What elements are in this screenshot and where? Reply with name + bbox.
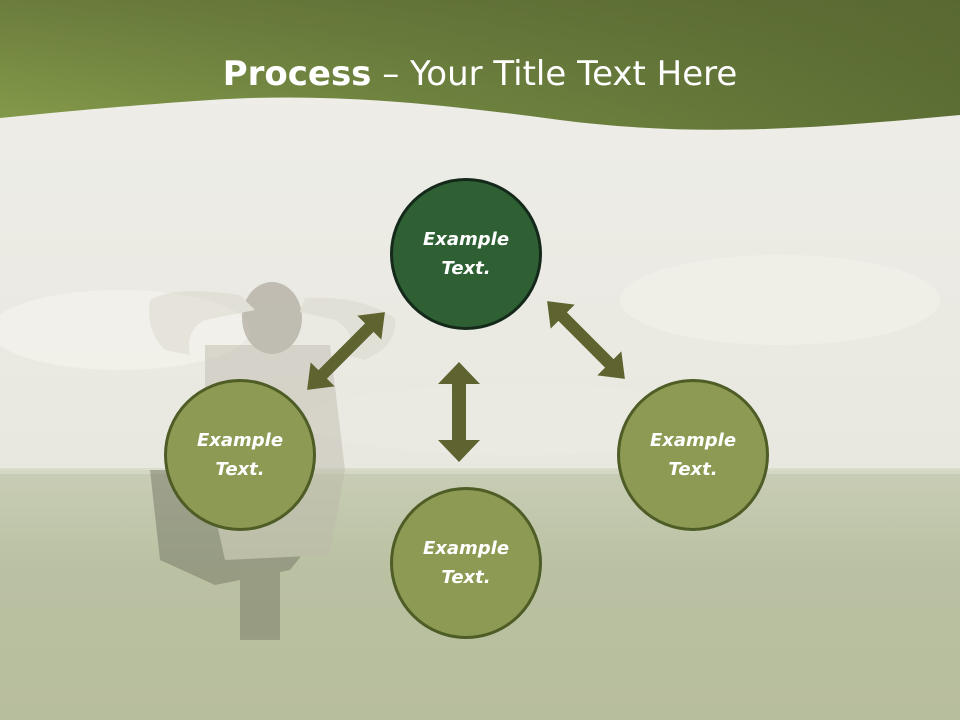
node-top-label: Example Text.: [422, 229, 510, 279]
process-node-left: Example Text.: [164, 379, 316, 531]
slide-title: Process – Your Title Text Here: [0, 52, 960, 96]
node-right-label: Example Text.: [649, 430, 737, 480]
process-node-bottom: Example Text.: [390, 487, 542, 639]
node-bottom-label: Example Text.: [422, 538, 510, 588]
process-node-right: Example Text.: [617, 379, 769, 531]
title-bold: Process: [222, 54, 372, 94]
process-node-top: Example Text.: [390, 178, 542, 330]
title-rest: – Your Title Text Here: [371, 54, 738, 94]
node-left-label: Example Text.: [196, 430, 284, 480]
